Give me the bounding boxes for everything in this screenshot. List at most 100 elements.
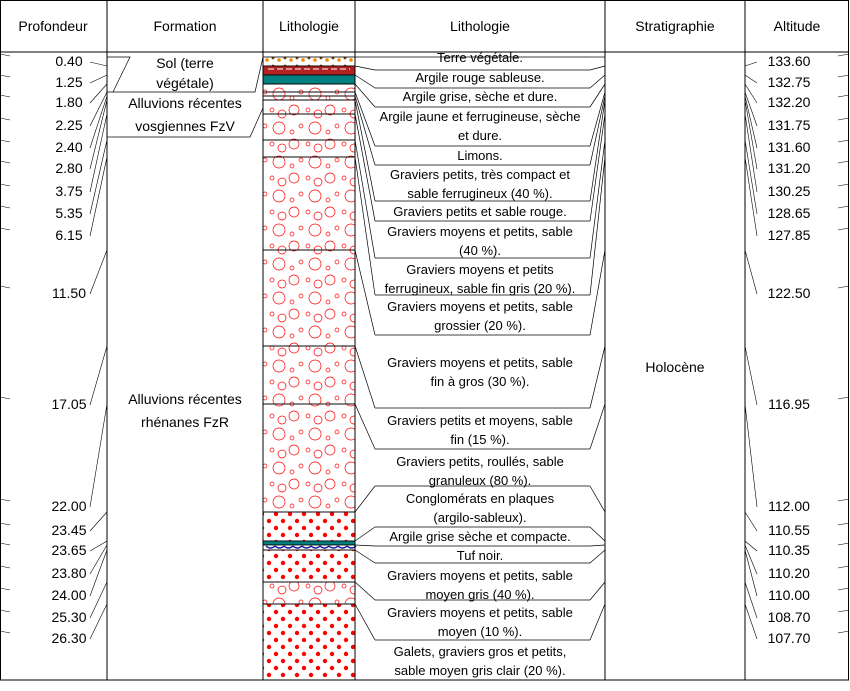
lithology-description: Graviers moyens et petits, sable xyxy=(387,224,573,239)
lithology-description: Graviers moyens et petits, sable xyxy=(387,355,573,370)
lithology-layer xyxy=(262,91,356,97)
header-lithology-column: Lithologie xyxy=(279,18,339,34)
lithology-layer xyxy=(262,156,356,251)
lithology-layer xyxy=(262,540,356,546)
altitude-scale: 133.60 132.75 132.20 131.75 131.60 131.20 130.… xyxy=(744,53,850,646)
formation-label: vosgiennes FzV xyxy=(135,118,235,134)
lithology-description: fin (15 %). xyxy=(450,432,509,447)
lithology-description: granuleux (80 %). xyxy=(429,473,532,488)
depth-label: 11.50 xyxy=(52,285,86,301)
lithology-description: Terre végétale. xyxy=(437,50,523,65)
depth-label: 1.25 xyxy=(55,74,82,90)
formation-label: rhénanes FzR xyxy=(141,414,229,430)
altitude-label: 128.65 xyxy=(768,205,811,221)
altitude-label: 112.00 xyxy=(768,498,810,514)
lithology-description: Tuf noir. xyxy=(457,548,503,563)
depth-label: 22.00 xyxy=(51,498,86,514)
altitude-label: 131.20 xyxy=(768,160,811,176)
altitude-label: 107.70 xyxy=(768,630,811,646)
lithology-description: Argile grise, sèche et dure. xyxy=(403,89,558,104)
depth-label: 6.15 xyxy=(55,227,82,243)
depth-label: 1.80 xyxy=(55,94,82,110)
lithology-description: Limons. xyxy=(457,148,503,163)
altitude-label: 127.85 xyxy=(768,227,811,243)
altitude-label: 133.60 xyxy=(768,53,811,69)
altitude-label: 110.55 xyxy=(768,522,810,538)
lithology-description: Graviers moyens et petits, sable xyxy=(387,568,573,583)
lithology-description: (40 %). xyxy=(459,243,501,258)
depth-label: 2.40 xyxy=(55,139,82,155)
stratigraphy-label: Holocène xyxy=(645,359,704,375)
lithology-layer xyxy=(262,83,356,93)
lithology-layer xyxy=(262,549,356,583)
altitude-label: 110.00 xyxy=(768,587,810,603)
lithology-description: Galets, graviers gros et petits, xyxy=(394,644,567,659)
lithology-layer xyxy=(262,74,356,85)
lithology-layer xyxy=(262,345,356,405)
lithology-description: Graviers moyens et petits, sable xyxy=(387,605,573,620)
formation-label: Sol (terre xyxy=(156,55,214,71)
depth-label: 2.25 xyxy=(55,117,82,133)
lithology-layer xyxy=(262,139,356,158)
lithology-description: fin à gros (30 %). xyxy=(431,374,530,389)
depth-scale: 0.40 1.25 1.80 2.25 2.40 2.80 3.75 5.35 6.15 11.5… xyxy=(0,53,108,646)
lithology-layer xyxy=(262,403,356,513)
lithology-layer xyxy=(262,95,356,101)
lithology-description: sable ferrugineux (40 %). xyxy=(407,186,552,201)
lithology-layer xyxy=(262,99,356,115)
header-altitude: Altitude xyxy=(774,18,821,34)
lithology-description: Argile grise sèche et compacte. xyxy=(389,529,570,544)
lithology-layer xyxy=(262,511,356,542)
lithology-layer xyxy=(262,56,356,67)
depth-label: 25.30 xyxy=(51,609,86,625)
altitude-label: 130.25 xyxy=(768,183,811,199)
formation-label: végétale) xyxy=(156,75,214,91)
depth-label: 3.75 xyxy=(55,183,82,199)
depth-label: 23.45 xyxy=(51,522,86,538)
formation-label: Alluvions récentes xyxy=(128,95,242,111)
lithology-description: Graviers petits, très compact et xyxy=(390,167,570,182)
altitude-label: 131.60 xyxy=(768,139,811,155)
depth-label: 23.65 xyxy=(51,542,86,558)
depth-label: 23.80 xyxy=(51,565,86,581)
lithology-description: et dure. xyxy=(458,128,502,143)
lithology-layer xyxy=(262,249,356,347)
lithology-description: Graviers petits et sable rouge. xyxy=(393,204,566,219)
altitude-label: 122.50 xyxy=(768,285,811,301)
altitude-label: 110.35 xyxy=(768,542,810,558)
header-formation: Formation xyxy=(153,18,216,34)
lithology-layer xyxy=(262,603,356,681)
lithology-layer xyxy=(262,113,356,141)
depth-label: 0.40 xyxy=(55,53,82,69)
lithology-layer xyxy=(262,65,356,76)
lithology-description: Graviers petits et moyens, sable xyxy=(387,413,573,428)
lithology-description: Argile jaune et ferrugineuse, sèche xyxy=(380,109,581,124)
lithology-description: Argile rouge sableuse. xyxy=(415,70,544,85)
depth-label: 17.05 xyxy=(51,396,86,412)
altitude-label: 131.75 xyxy=(768,117,811,133)
depth-label: 24.00 xyxy=(51,587,86,603)
altitude-label: 132.75 xyxy=(768,74,811,90)
lithology-description: Graviers moyens et petits xyxy=(406,262,554,277)
lithology-description: moyen (10 %). xyxy=(438,624,523,639)
altitude-label: 108.70 xyxy=(768,609,811,625)
altitude-label: 116.95 xyxy=(768,396,810,412)
lithology-description: (argilo-sableux). xyxy=(433,510,526,525)
lithology-description: Graviers moyens et petits, sable xyxy=(387,299,573,314)
altitude-label: 110.20 xyxy=(768,565,810,581)
altitude-label: 132.20 xyxy=(768,94,811,110)
header-stratigraphy: Stratigraphie xyxy=(635,18,715,34)
depth-label: 5.35 xyxy=(55,205,82,221)
lithology-description: moyen gris (40 %). xyxy=(425,587,534,602)
header-depth: Profondeur xyxy=(18,18,88,34)
depth-label: 2.80 xyxy=(55,160,82,176)
depth-label: 26.30 xyxy=(51,630,86,646)
lithology-layer xyxy=(262,581,356,605)
lithology-description: ferrugineux, sable fin gris (20 %). xyxy=(385,281,576,296)
lithology-description: grossier (20 %). xyxy=(434,318,526,333)
lithology-description: sable moyen gris clair (20 %). xyxy=(394,663,565,678)
formation-label: Alluvions récentes xyxy=(128,391,242,407)
lithology-layers xyxy=(262,56,606,681)
